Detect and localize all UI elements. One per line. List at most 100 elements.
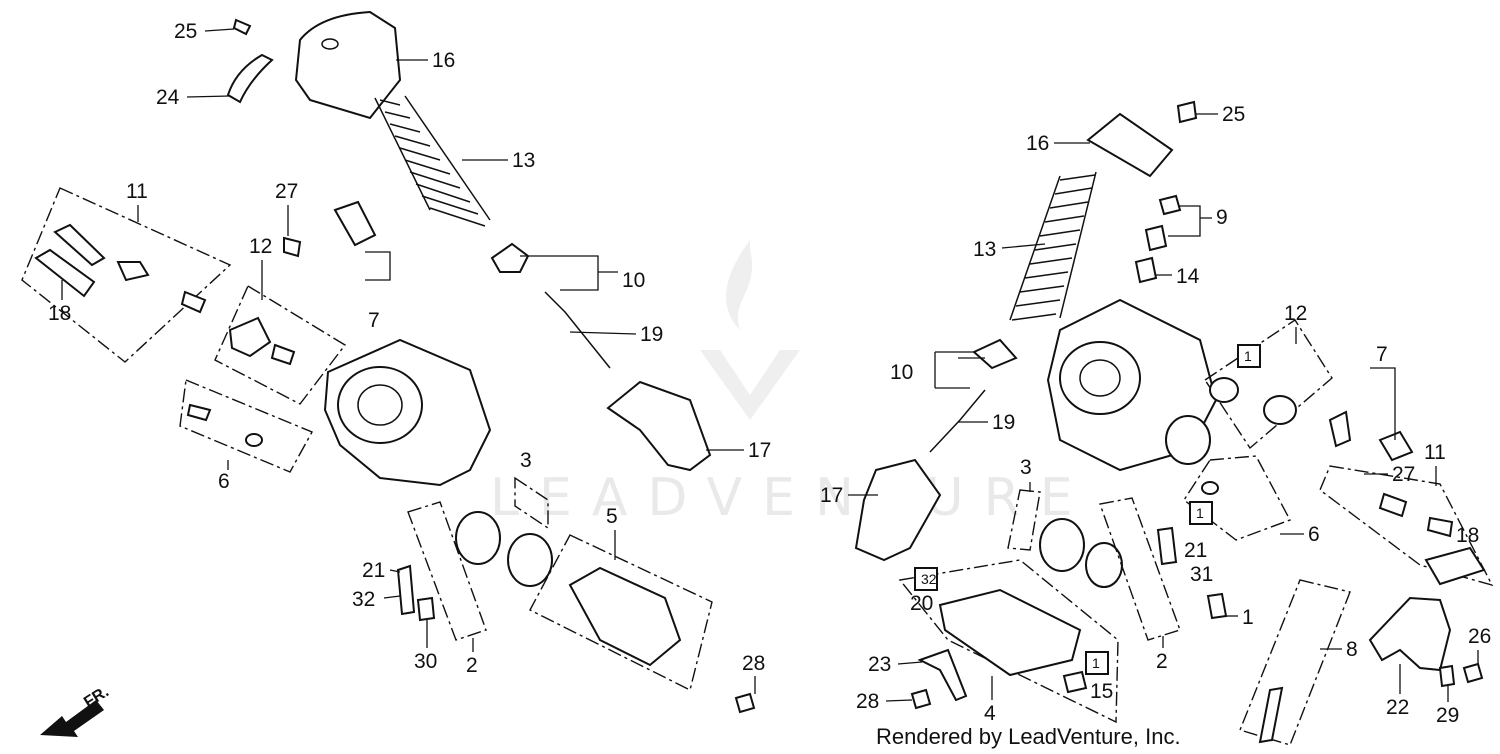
label-19-right: 19	[992, 411, 1015, 434]
leadventure-watermark: LEADVENTURE	[490, 240, 1093, 528]
group-outline-2-right	[1099, 497, 1181, 641]
label-25-right: 25	[1222, 103, 1245, 126]
label-14: 14	[1176, 265, 1200, 288]
label-7-right: 7	[1376, 343, 1388, 366]
label-2: 2	[466, 654, 478, 677]
label-27: 27	[275, 180, 298, 203]
label-32: 32	[352, 588, 375, 611]
screw-part-25-right	[1176, 100, 1198, 124]
symbol-1c: 32	[921, 571, 937, 587]
label-13-right: 13	[973, 238, 996, 261]
label-3-right: 3	[1020, 456, 1032, 479]
group-outline-6	[179, 379, 313, 473]
float-part	[455, 511, 501, 565]
screw-part-28	[734, 692, 756, 714]
label-23: 23	[868, 653, 891, 676]
label-10-right: 10	[890, 361, 913, 384]
label-19: 19	[640, 323, 663, 346]
label-4: 4	[984, 702, 996, 725]
group-outline-5	[529, 534, 713, 692]
bracket-part-22	[1368, 596, 1452, 672]
label-13: 13	[512, 149, 535, 172]
group-outline-3-right	[1007, 489, 1041, 551]
air-funnel-part-17	[606, 380, 712, 472]
label-18: 18	[48, 302, 71, 325]
label-22: 22	[1386, 696, 1409, 719]
label-30: 30	[414, 650, 437, 673]
part-27	[283, 236, 302, 258]
label-28-right: 28	[856, 690, 879, 713]
clip-part-24	[226, 53, 274, 104]
top-cover-part-16-right	[1086, 112, 1174, 178]
label-8: 8	[1346, 638, 1358, 661]
label-21: 21	[362, 559, 385, 582]
symbol-1d: 1	[1092, 655, 1100, 671]
jet-needle-part-19-right	[929, 389, 986, 453]
float-chamber-part-4	[938, 588, 1082, 677]
part-32-right	[1206, 592, 1228, 620]
screw-part-26	[1462, 662, 1484, 684]
hose-part-18	[34, 248, 96, 298]
group-outline-8	[1239, 579, 1351, 746]
left-carburetor-assembly	[21, 10, 756, 714]
label-5: 5	[606, 505, 618, 528]
spring-part-14	[1134, 256, 1158, 284]
screw-part-21	[396, 564, 416, 616]
label-11-right: 11	[1424, 441, 1446, 464]
label-2-right: 2	[1156, 650, 1168, 673]
symbol-box-1d	[1085, 651, 1109, 675]
hose-part-18-right	[1424, 546, 1486, 586]
float-part-right	[1039, 518, 1085, 572]
jet-needle-part-19	[544, 291, 611, 369]
front-label: FR.	[81, 683, 112, 711]
label-24: 24	[156, 86, 180, 109]
screw-part-29	[1438, 664, 1456, 688]
label-9: 9	[1216, 206, 1228, 229]
label-20: 20	[910, 592, 933, 615]
front-direction-indicator: FR.	[40, 683, 112, 737]
label-31: 31	[1190, 563, 1213, 586]
part-23	[917, 648, 968, 702]
label-32-right: 1	[1242, 606, 1254, 629]
part-7	[333, 200, 377, 247]
label-3: 3	[520, 449, 532, 472]
symbol-box-1a	[1237, 344, 1261, 368]
left-part-labels: 25 24 16 13 11 27 12 18 7 10 19 6 17 3 5…	[48, 20, 771, 694]
label-16: 16	[432, 49, 455, 72]
label-17: 17	[748, 439, 771, 462]
screw-part-21-right	[1156, 526, 1178, 566]
label-28: 28	[742, 652, 765, 675]
part-9	[1158, 194, 1182, 216]
front-arrow-icon	[40, 700, 104, 737]
symbol-1b: 1	[1196, 505, 1204, 521]
part-30	[416, 596, 436, 622]
right-part-labels: 25 16 9 13 14 12 10 19 7 11 27 3 17 6 18…	[820, 103, 1491, 727]
needle-holder-part-10	[490, 242, 530, 273]
render-credit: Rendered by LeadVenture, Inc.	[876, 724, 1181, 749]
label-27-right: 27	[1392, 463, 1415, 486]
screw-part-28-right	[910, 688, 932, 710]
spring-part-13	[374, 95, 491, 227]
symbol-box-1c	[914, 567, 938, 591]
part-7-right	[1378, 430, 1414, 462]
spring-part-13-right	[1009, 171, 1097, 321]
label-26: 26	[1468, 625, 1491, 648]
label-29: 29	[1436, 704, 1459, 727]
screw-part-25	[232, 18, 252, 36]
hose-part-11	[53, 223, 106, 267]
label-15: 15	[1090, 680, 1113, 703]
group-outline-12	[214, 284, 347, 405]
group-outline-6-right	[1183, 455, 1291, 541]
symbol-box-1b	[1189, 501, 1213, 525]
label-21-right: 21	[1184, 539, 1207, 562]
group-outline-4-right	[898, 559, 1119, 724]
screw-part-15	[1062, 670, 1088, 694]
watermark-text: LEADVENTURE	[490, 468, 1093, 528]
air-funnel-part-17-right	[854, 458, 942, 562]
label-11: 11	[126, 180, 148, 203]
label-10: 10	[622, 269, 645, 292]
label-6: 6	[218, 470, 230, 493]
label-18-right: 18	[1456, 524, 1479, 547]
float-chamber-part-5	[568, 566, 682, 667]
